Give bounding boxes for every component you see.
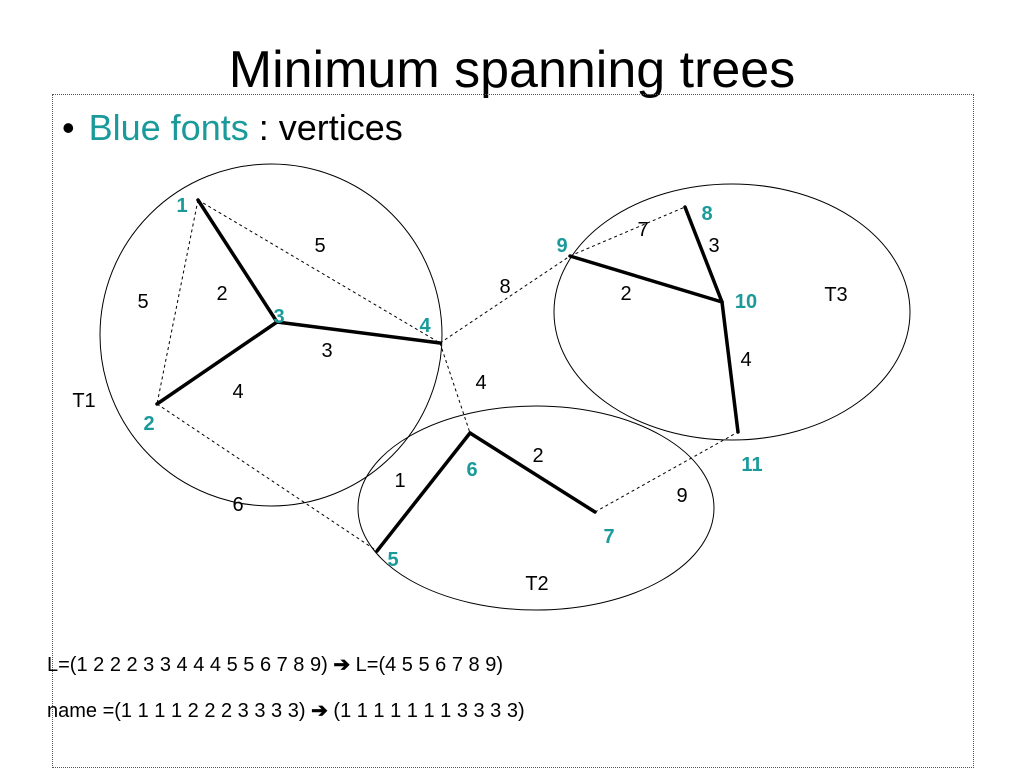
arrow-icon: ➔ — [311, 700, 328, 722]
non-tree-edge-v1-v4 — [197, 199, 441, 344]
tree-edge-v3-v4 — [275, 320, 442, 345]
non-tree-edge-v9-v8 — [569, 206, 686, 257]
tree-edge-v5-v6 — [375, 431, 472, 553]
tree-region-t3 — [553, 183, 911, 441]
vertex-label-v7: 7 — [603, 526, 614, 548]
arrow-icon: ➔ — [333, 654, 351, 676]
vertex-label-v11: 11 — [741, 454, 762, 476]
tree-label-t1: T1 — [72, 390, 95, 412]
tree-region-t1 — [99, 163, 443, 507]
edge-weight-v10-v11: 4 — [740, 349, 751, 371]
edge-weight-v1-v4: 5 — [314, 235, 325, 257]
edge-weight-v7-v11: 9 — [676, 485, 687, 507]
edge-weight-v9-v8: 7 — [637, 219, 648, 241]
vertex-label-v6: 6 — [466, 459, 477, 481]
tree-edge-v8-v10 — [683, 205, 724, 304]
tree-edge-v6-v7 — [468, 431, 597, 514]
bullet-dot: • — [62, 107, 75, 148]
tree-edge-v2-v3 — [155, 320, 279, 406]
tree-label-t2: T2 — [525, 573, 548, 595]
vertex-label-v9: 9 — [556, 235, 567, 257]
vertex-label-v10: 10 — [735, 291, 757, 313]
non-tree-edge-v7-v11 — [594, 431, 739, 513]
formula-name-right: (1 1 1 1 1 1 1 3 3 3 3) — [333, 700, 525, 722]
vertex-label-v5: 5 — [387, 549, 398, 571]
edge-weight-v1-v2: 5 — [137, 291, 148, 313]
non-tree-edge-v4-v6 — [439, 342, 471, 434]
non-tree-edge-v4-v9 — [439, 255, 571, 344]
edge-weight-v5-v6: 1 — [394, 470, 405, 492]
edge-weight-v8-v10: 3 — [708, 235, 719, 257]
vertex-label-v4: 4 — [419, 315, 431, 337]
formula-L-right: L=(4 5 5 6 7 8 9) — [355, 654, 503, 676]
edge-weight-v9-v10: 2 — [620, 283, 631, 305]
tree-region-t2 — [357, 405, 715, 611]
bullet-highlight: Blue fonts — [88, 107, 249, 148]
bullet-line: • Blue fonts : vertices — [62, 106, 403, 150]
edge-weight-v4-v6: 4 — [475, 372, 486, 394]
edge-weight-v3-v4: 3 — [321, 340, 332, 362]
edge-weight-v1-v3: 2 — [216, 283, 227, 305]
edge-weight-v2-v5: 6 — [232, 494, 243, 516]
formula-name: name =(1 1 1 1 2 2 2 3 3 3 3) ➔ (1 1 1 1… — [47, 698, 525, 724]
vertex-label-v2: 2 — [143, 413, 154, 435]
vertex-label-v3: 3 — [273, 306, 284, 328]
non-tree-edge-v1-v2 — [156, 199, 199, 405]
bullet-text: : vertices — [248, 107, 403, 148]
non-tree-edge-v2-v5 — [156, 403, 378, 552]
tree-edge-v1-v3 — [196, 198, 279, 324]
edge-weight-v4-v9: 8 — [499, 276, 510, 298]
edge-weight-v6-v7: 2 — [532, 445, 543, 467]
vertex-label-v8: 8 — [701, 203, 712, 225]
formula-name-left: name =(1 1 1 1 2 2 2 3 3 3 3) — [47, 700, 306, 722]
formula-L: L=(1 2 2 2 3 3 4 4 4 5 5 6 7 8 9) ➔ L=(4… — [47, 652, 503, 678]
edge-weight-v2-v3: 4 — [232, 381, 243, 403]
tree-edge-v10-v11 — [720, 300, 740, 434]
tree-edge-v9-v10 — [568, 254, 724, 304]
slide-title: Minimum spanning trees — [228, 41, 796, 99]
formula-L-left: L=(1 2 2 2 3 3 4 4 4 5 5 6 7 8 9) — [47, 654, 328, 676]
vertex-label-v1: 1 — [176, 195, 187, 217]
tree-label-t3: T3 — [824, 284, 847, 306]
